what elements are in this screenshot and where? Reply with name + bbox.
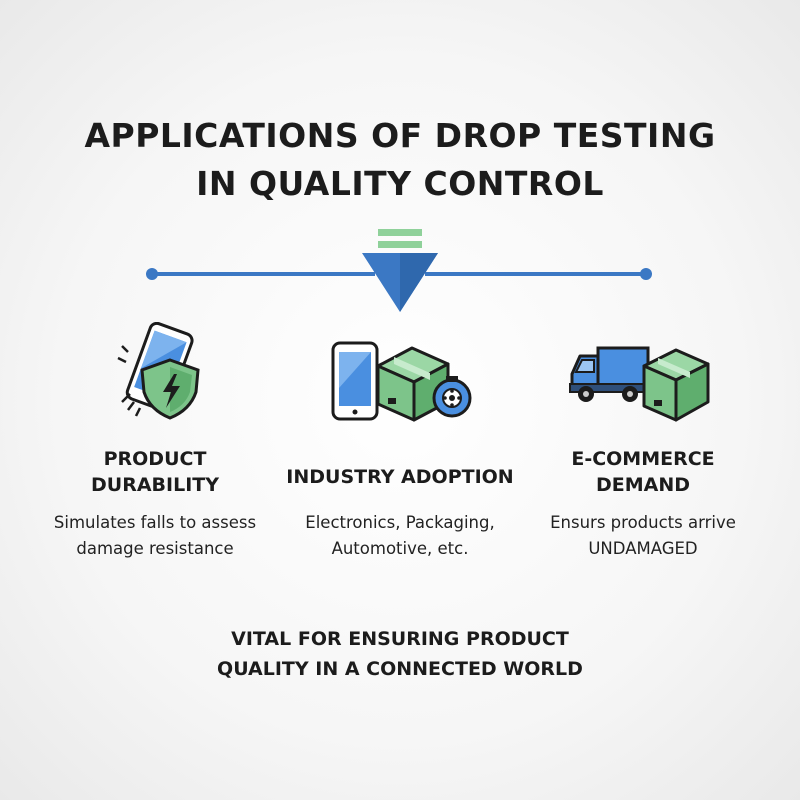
column-product-durability: PRODUCT DURABILITY Simulates falls to as… [30, 446, 280, 562]
column-title: INDUSTRY ADOPTION [275, 464, 525, 490]
connector-dot-right [640, 268, 652, 280]
column-ecommerce-demand: E-COMMERCE DEMAND Ensurs products arrive… [518, 446, 768, 562]
title-line-2: IN QUALITY CONTROL [196, 164, 604, 203]
column-title-line: DEMAND [595, 474, 691, 496]
page-title: APPLICATIONS OF DROP TESTING IN QUALITY … [0, 112, 800, 208]
column-title-line: E-COMMERCE [571, 448, 715, 470]
column-desc-line: Automotive, etc. [331, 539, 469, 558]
column-description: Simulates falls to assess damage resista… [30, 510, 280, 562]
footer-line-2: QUALITY IN A CONNECTED WORLD [217, 658, 583, 680]
connector-line [146, 229, 652, 312]
title-line-1: APPLICATIONS OF DROP TESTING [84, 116, 716, 155]
footer-line-1: VITAL FOR ENSURING PRODUCT [231, 628, 569, 650]
column-description: Electronics, Packaging, Automotive, etc. [275, 510, 525, 562]
column-desc-line: damage resistance [76, 539, 234, 558]
column-title-line: INDUSTRY ADOPTION [286, 466, 514, 488]
column-industry-adoption: INDUSTRY ADOPTION Electronics, Packaging… [275, 464, 525, 562]
phone-box-gear-icon [331, 341, 472, 422]
footer-statement: VITAL FOR ENSURING PRODUCT QUALITY IN A … [0, 624, 800, 684]
column-title: E-COMMERCE DEMAND [518, 446, 768, 498]
column-description: Ensurs products arrive UNDAMAGED [518, 510, 768, 562]
arrow-stripe-top [378, 229, 422, 236]
column-desc-line: UNDAMAGED [588, 539, 698, 558]
down-arrow-shade [400, 253, 438, 312]
phone-shield-icon [117, 322, 200, 420]
connector-dot-left [146, 268, 158, 280]
column-desc-line: Electronics, Packaging, [305, 513, 495, 532]
truck-box-icon [569, 346, 710, 422]
column-title: PRODUCT DURABILITY [30, 446, 280, 498]
column-desc-line: Ensurs products arrive [550, 513, 736, 532]
column-title-line: PRODUCT [103, 448, 207, 470]
column-title-line: DURABILITY [91, 474, 219, 496]
arrow-stripe-bottom [378, 241, 422, 248]
column-desc-line: Simulates falls to assess [53, 513, 257, 532]
